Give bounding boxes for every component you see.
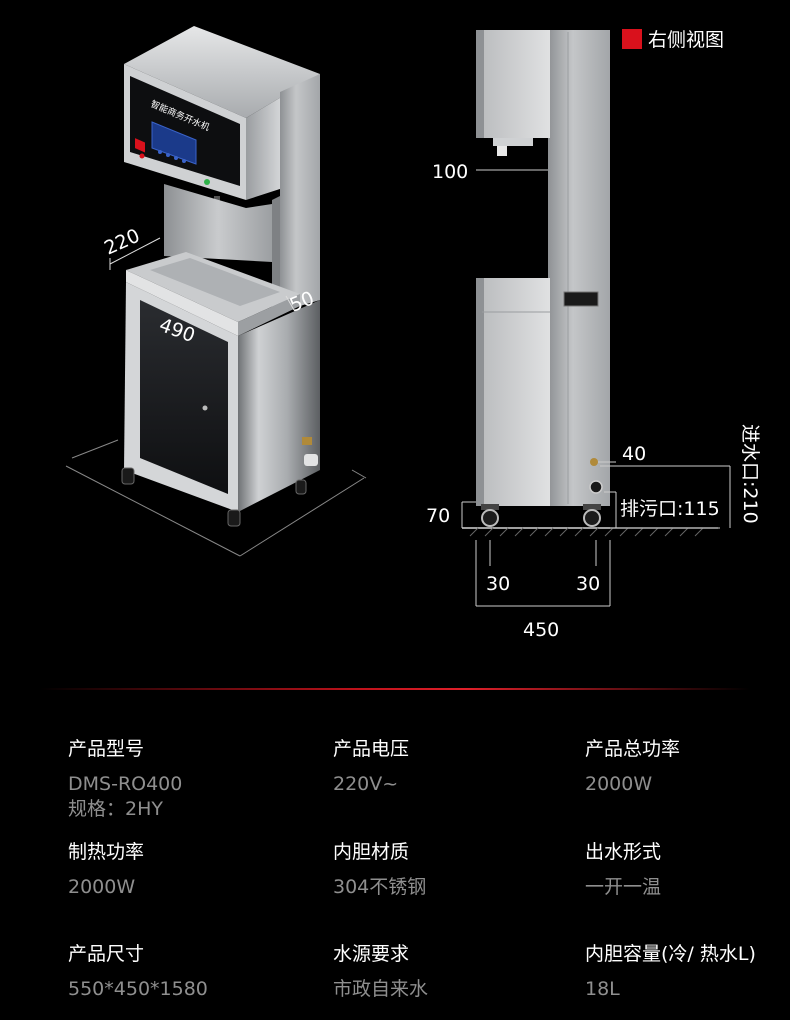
- side-outlet-nozzle: [497, 146, 507, 156]
- spec-label: 出水形式: [585, 841, 662, 863]
- dim-offset-100: 100: [432, 161, 548, 183]
- side-wheels: [481, 504, 601, 527]
- back-wall-panel: [164, 184, 272, 262]
- control-display-screen: [151, 121, 197, 165]
- spec-water-source: 水源要求 市政自来水: [333, 942, 428, 1002]
- dim-wheel-left-text: 30: [486, 573, 510, 595]
- spec-value: DMS-RO400: [68, 773, 183, 795]
- spec-value: 304不锈钢: [333, 876, 427, 898]
- side-drain-icon: [589, 480, 603, 494]
- floor-hatching: [469, 527, 704, 537]
- hot-water-tap-icon: [139, 153, 145, 159]
- view-title: 右侧视图: [648, 29, 724, 51]
- spec-tank-material: 内胆材质 304不锈钢: [333, 840, 426, 900]
- spec-dimensions: 产品尺寸 550*450*1580: [68, 942, 208, 1002]
- spec-label: 内胆材质: [333, 841, 410, 863]
- diagram-canvas: 智能商务开水机 220: [65, 26, 761, 641]
- dim-depth-total-text: 450: [523, 619, 559, 641]
- spec-label: 产品尺寸: [68, 943, 145, 965]
- side-head-box: [476, 30, 550, 138]
- dim-wheel-right-text: 30: [576, 573, 600, 595]
- spec-label: 水源要求: [333, 943, 410, 965]
- spec-value: 2000W: [585, 773, 653, 795]
- spec-voltage: 产品电压 220V~: [333, 737, 409, 797]
- spec-outlet-type: 出水形式 一开一温: [585, 840, 661, 900]
- inlet-label: 进水口:210: [739, 424, 761, 524]
- dim-base-text: 70: [426, 505, 450, 527]
- counter-front-edge: [126, 270, 238, 336]
- side-inlet-icon: [590, 458, 598, 466]
- spec-value: 一开一温: [585, 876, 662, 898]
- side-handle-slot: [563, 291, 599, 307]
- spec-label: 内胆容量(冷/ 热水L): [585, 943, 756, 965]
- head-top-panel: [124, 26, 320, 118]
- spec-label: 制热功率: [68, 841, 145, 863]
- spec-label: 产品型号: [68, 738, 145, 760]
- spec-value: 550*450*1580: [68, 978, 208, 1000]
- spec-value: 2000W: [68, 876, 136, 898]
- dim-inlet-height-text: 40: [622, 443, 646, 465]
- spec-total-power: 产品总功率 2000W: [585, 737, 680, 797]
- dim-offset-text: 100: [432, 161, 468, 183]
- control-buttons: [158, 150, 186, 163]
- side-elevation-view: 右侧视图: [426, 29, 761, 641]
- floor-dimension-lines: [65, 439, 367, 557]
- cabinet-side: [238, 300, 320, 512]
- head-dark-faceplate: [130, 76, 240, 186]
- side-lower-box: [476, 278, 550, 506]
- inlet-valve-icon: [302, 437, 312, 445]
- spec-tank-capacity: 内胆容量(冷/ 热水L) 18L: [585, 942, 756, 1002]
- cabinet-door-glass: [140, 300, 228, 494]
- warm-water-tap-icon: [204, 179, 210, 185]
- drain-label: 排污口:115: [620, 498, 720, 520]
- spec-value: 18L: [585, 978, 620, 1000]
- dim-depth-text: 220: [101, 225, 143, 260]
- brand-logo-icon: [135, 138, 145, 153]
- section-divider: [40, 688, 750, 690]
- spec-value: 市政自来水: [333, 978, 429, 1000]
- right-column-panel: [280, 74, 320, 312]
- spec-model: 产品型号 DMS-RO400 规格：2HY: [68, 737, 182, 821]
- dim-inlet-40: 40: [598, 443, 646, 465]
- drip-tray-grate: [150, 258, 280, 306]
- front-isometric-view: 智能商务开水机 220: [65, 26, 367, 557]
- dim-base-70: 70: [426, 501, 476, 528]
- product-diagram: 智能商务开水机 220: [65, 26, 761, 641]
- drain-pipe-icon: [304, 454, 318, 466]
- spec-value: 220V~: [333, 773, 399, 795]
- cabinet-wheels: [121, 467, 307, 527]
- dim-drain-115: 排污口:115: [604, 491, 720, 529]
- dim-inlet-210: 进水口:210: [600, 424, 761, 528]
- spec-label: 产品电压: [333, 738, 410, 760]
- side-main-column: [548, 30, 610, 506]
- door-lock-icon: [202, 405, 208, 411]
- dim-bottom: [475, 540, 611, 607]
- spec-extra: 规格：2HY: [68, 798, 163, 820]
- spec-label: 产品总功率: [585, 738, 681, 760]
- spec-heating-power: 制热功率 2000W: [68, 840, 144, 900]
- view-title-marker: [622, 29, 642, 49]
